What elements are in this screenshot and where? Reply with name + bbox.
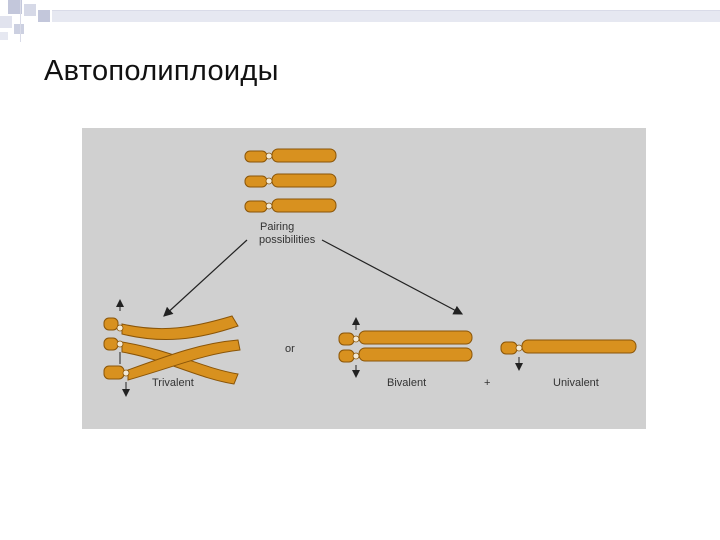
header-decoration [0,0,720,40]
univalent-label: Univalent [553,377,599,389]
autopolyploid-pairing-figure: Pairing possibilities or Trivalent Bival… [82,128,646,429]
top-chromosomes [244,148,337,213]
bivalent-label: Bivalent [387,377,427,389]
bivalent-chromosomes [338,330,473,363]
slide-title: Автополиплоиды [44,55,279,87]
header-vertical-line [20,0,21,42]
pairing-label-line1: Pairing [260,221,295,233]
trivalent-label: Trivalent [152,377,194,389]
pairing-diagram [103,148,637,397]
arrow-to-trivalent [163,239,248,317]
or-label: or [285,343,295,355]
univalent-chromosome [500,339,637,355]
pairing-label-line2: possibilities [259,234,316,246]
plus-label: + [484,377,491,389]
arrow-to-bivalent [321,239,464,315]
